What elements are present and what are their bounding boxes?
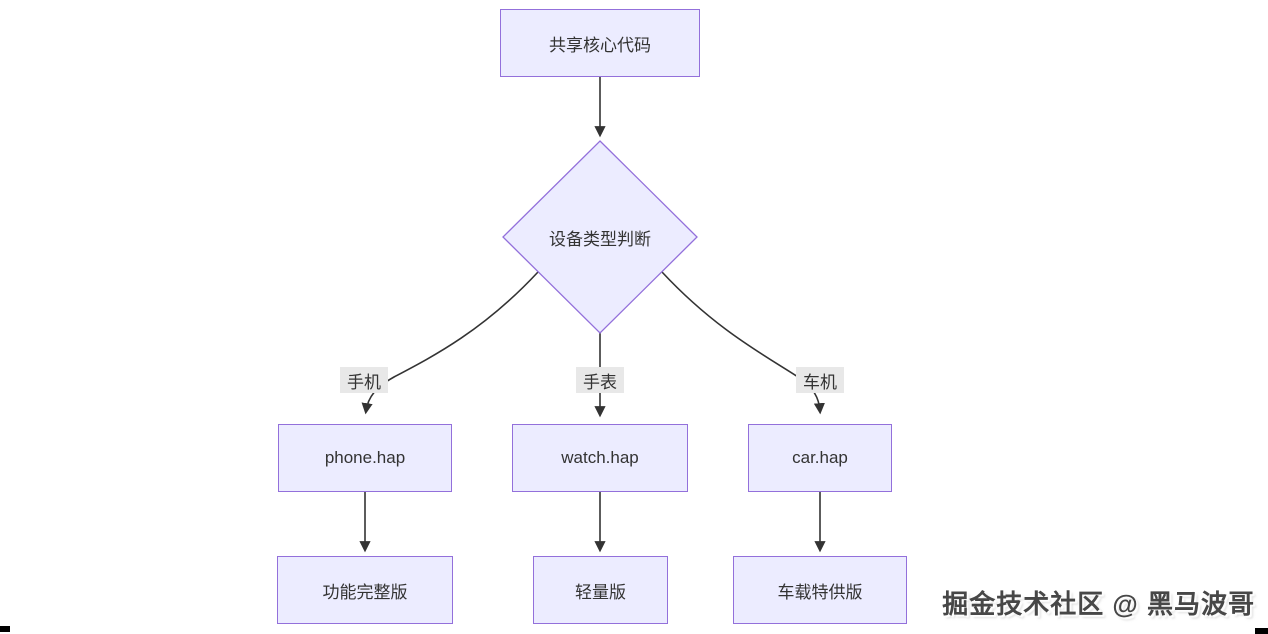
edge-label-phone: 手机 <box>340 367 388 393</box>
node-car-hap: car.hap <box>748 424 892 492</box>
decision-diamond-shape <box>502 140 698 334</box>
edge-label-watch: 手表 <box>576 367 624 393</box>
node-shared-core-code: 共享核心代码 <box>500 9 700 77</box>
bottom-right-corner-mark <box>1255 628 1268 634</box>
bottom-left-corner-mark <box>0 626 10 632</box>
node-full-feature-version: 功能完整版 <box>277 556 453 624</box>
watermark-text: 掘金技术社区 @ 黑马波哥 <box>942 589 1255 619</box>
node-device-type-decision: 设备类型判断 <box>549 229 651 249</box>
node-phone-hap: phone.hap <box>278 424 452 492</box>
edge-decision-phone <box>361 271 539 415</box>
node-car-special-version: 车载特供版 <box>733 556 907 624</box>
node-watch-hap: watch.hap <box>512 424 688 492</box>
edge-label-car: 车机 <box>796 367 844 393</box>
edge-decision-car <box>661 271 825 415</box>
node-lite-version: 轻量版 <box>533 556 668 624</box>
